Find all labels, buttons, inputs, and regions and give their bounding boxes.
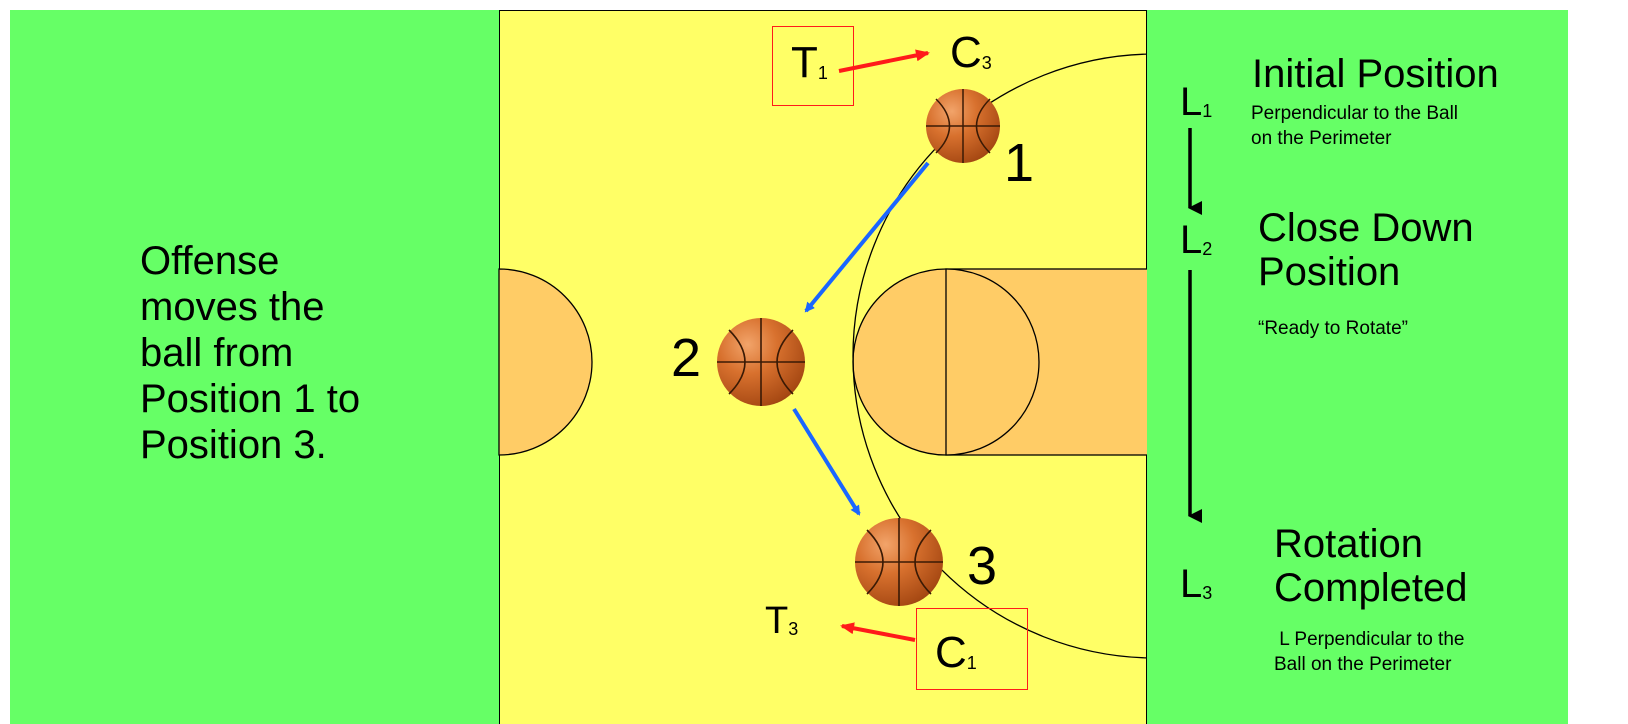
coach-sub: 1	[967, 653, 977, 673]
desc-line: Perpendicular to the Ball	[1251, 101, 1458, 126]
basketball-position-1	[926, 89, 1000, 163]
basketball-position-2	[717, 318, 805, 406]
legend-l3-title: Rotation Completed	[1274, 522, 1467, 610]
move-arrow-bottom	[842, 626, 915, 640]
title-line: Position	[1258, 250, 1474, 294]
position-number-1: 1	[1004, 132, 1034, 194]
position-number-2: 2	[671, 327, 701, 389]
coach-letter: C	[935, 628, 967, 677]
legend-letter: L	[1180, 80, 1202, 124]
teacher-sub: 3	[788, 619, 798, 639]
teacher-letter: T	[791, 38, 818, 87]
title-line: Completed	[1274, 566, 1467, 610]
coach-label-top: C3	[950, 28, 992, 78]
teacher-sub: 1	[818, 63, 828, 83]
ball-seams-icon	[855, 518, 943, 606]
position-number-3: 3	[967, 535, 997, 597]
legend-l2-desc: “Ready to Rotate”	[1258, 316, 1408, 341]
teacher-label-top: T1	[791, 38, 828, 88]
legend-letter: L	[1180, 562, 1202, 606]
legend-l1-marker: L1	[1180, 80, 1212, 125]
legend-l3-desc: L Perpendicular to the Ball on the Perim…	[1274, 627, 1464, 677]
legend-l2-title: Close Down Position	[1258, 206, 1474, 294]
title-line: Rotation	[1274, 522, 1467, 566]
legend-l3-marker: L3	[1180, 562, 1212, 607]
coach-letter: C	[950, 28, 982, 77]
legend-letter: L	[1180, 218, 1202, 262]
ball-seams-icon	[717, 318, 805, 406]
legend-l2-marker: L2	[1180, 218, 1212, 263]
desc-line: on the Perimeter	[1251, 126, 1458, 151]
desc-line: “Ready to Rotate”	[1258, 316, 1408, 341]
legend-sub: 2	[1202, 239, 1212, 259]
basketball-position-3	[855, 518, 943, 606]
desc-line: Ball on the Perimeter	[1274, 652, 1464, 677]
ball-seams-icon	[926, 89, 1000, 163]
title-line: Close Down	[1258, 206, 1474, 250]
legend-l1-title: Initial Position	[1252, 52, 1499, 96]
legend-sub: 3	[1202, 583, 1212, 603]
legend-l1-desc: Perpendicular to the Ball on the Perimet…	[1251, 101, 1458, 151]
legend-sub: 1	[1202, 101, 1212, 121]
teacher-letter: T	[765, 600, 788, 642]
desc-line: L Perpendicular to the	[1274, 627, 1464, 652]
coach-sub: 3	[982, 53, 992, 73]
center-circle	[499, 269, 592, 455]
teacher-label-bottom: T3	[765, 600, 798, 643]
pass-arrow-2-to-3	[794, 409, 859, 514]
coach-label-bottom: C1	[935, 628, 977, 678]
